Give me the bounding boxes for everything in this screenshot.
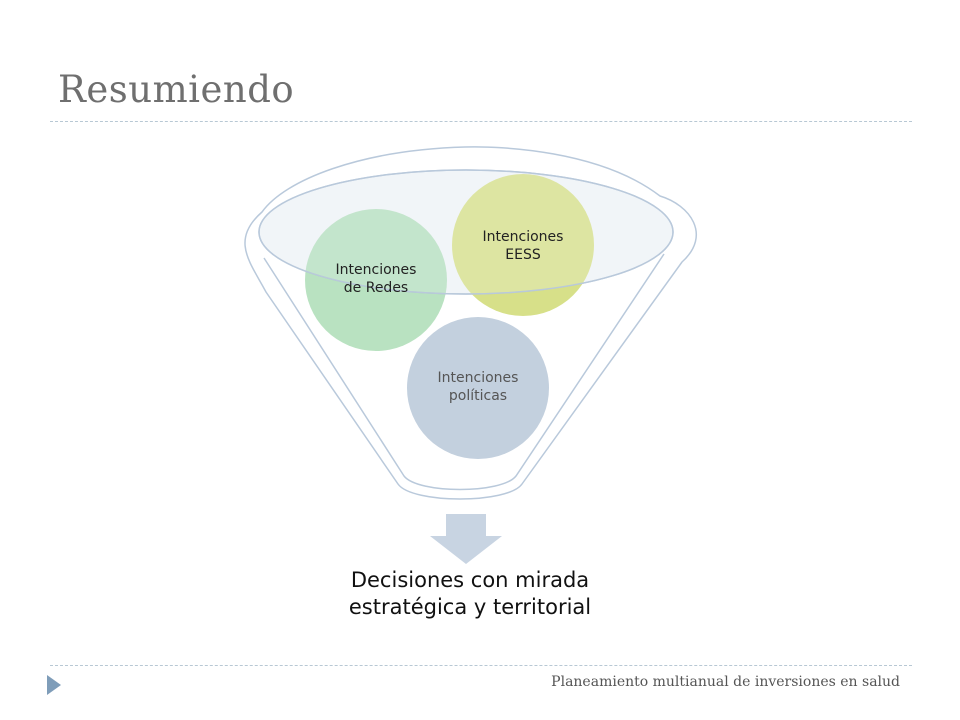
circle-intenciones-redes <box>305 209 447 351</box>
footer-divider <box>50 665 912 666</box>
label-intenciones-eess: Intenciones EESS <box>482 229 564 263</box>
funnel-inner-outline <box>263 253 665 491</box>
title-divider <box>50 121 912 122</box>
footer-triangle-icon <box>47 675 61 695</box>
funnel-rim-edge <box>258 169 674 295</box>
circle-intenciones-eess <box>452 174 594 316</box>
slide-title: Resumiendo <box>58 68 295 111</box>
label-intenciones-redes: Intenciones de Redes <box>335 262 417 296</box>
result-text: Decisiones con mirada estratégica y terr… <box>348 568 592 619</box>
label-intenciones-politicas: Intenciones políticas <box>437 370 519 404</box>
circle-intenciones-politicas <box>407 317 549 459</box>
down-arrow <box>430 514 502 564</box>
footer-text: Planeamiento multianual de inversiones e… <box>551 674 900 690</box>
